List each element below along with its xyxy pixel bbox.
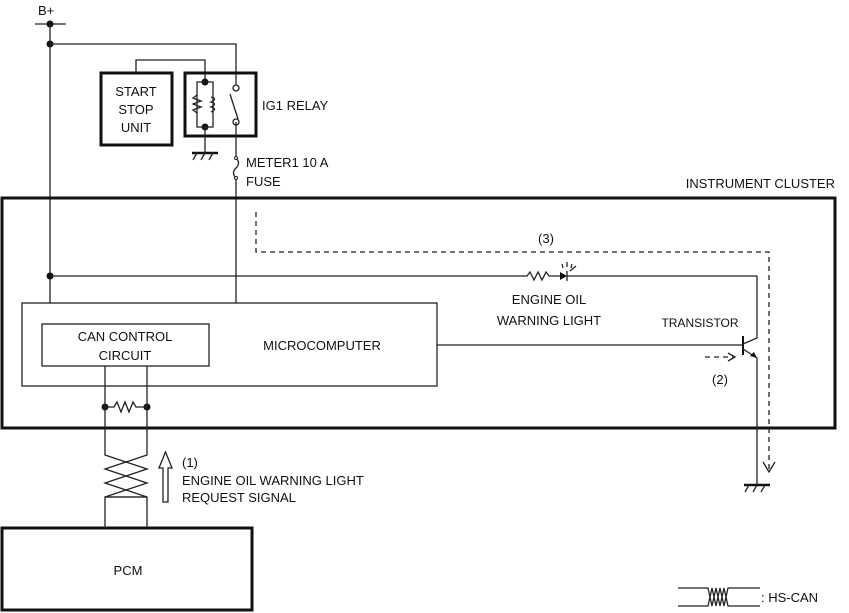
label: UNIT (121, 120, 151, 135)
label: (2) (712, 372, 728, 387)
label: CAN CONTROL (78, 329, 173, 344)
ground-icon (744, 483, 770, 493)
pcm: PCM (0, 526, 254, 612)
label: FUSE (246, 174, 281, 189)
current-flow-path-3: (3) (255, 212, 776, 474)
transistor: TRANSISTOR (2) (437, 276, 770, 493)
label: REQUEST SIGNAL (182, 490, 296, 505)
label: (3) (538, 231, 554, 246)
b-plus-label: B+ (38, 3, 54, 18)
start-stop-unit: START STOP UNIT (99, 59, 206, 147)
label: INSTRUMENT CLUSTER (686, 176, 835, 191)
label: STOP (118, 102, 153, 117)
label: METER1 10 A (246, 155, 329, 170)
label: TRANSISTOR (661, 316, 738, 330)
label: ENGINE OIL (512, 292, 586, 307)
microcomputer: MICROCOMPUTER CAN CONTROL CIRCUIT (21, 302, 438, 387)
label: : HS-CAN (761, 590, 818, 605)
label: IG1 RELAY (262, 98, 329, 113)
label: MICROCOMPUTER (263, 338, 381, 353)
engine-oil-warning-light: ENGINE OIL WARNING LIGHT (46, 262, 757, 328)
label: CIRCUIT (99, 348, 152, 363)
can-control-circuit: CAN CONTROL CIRCUIT (41, 323, 210, 367)
meter1-fuse: METER1 10 A FUSE (232, 122, 329, 303)
label: PCM (114, 563, 143, 578)
label: (1) (182, 455, 198, 470)
instrument-cluster: INSTRUMENT CLUSTER (0, 176, 837, 430)
ig1-relay: IG1 RELAY (183, 71, 329, 161)
hs-can-bus: (1) ENGINE OIL WARNING LIGHT REQUEST SIG… (101, 366, 364, 528)
label: ENGINE OIL WARNING LIGHT (182, 473, 364, 488)
label: WARNING LIGHT (497, 313, 601, 328)
ground-icon (192, 151, 218, 161)
legend-hs-can: : HS-CAN (678, 587, 818, 607)
label: START (115, 84, 156, 99)
